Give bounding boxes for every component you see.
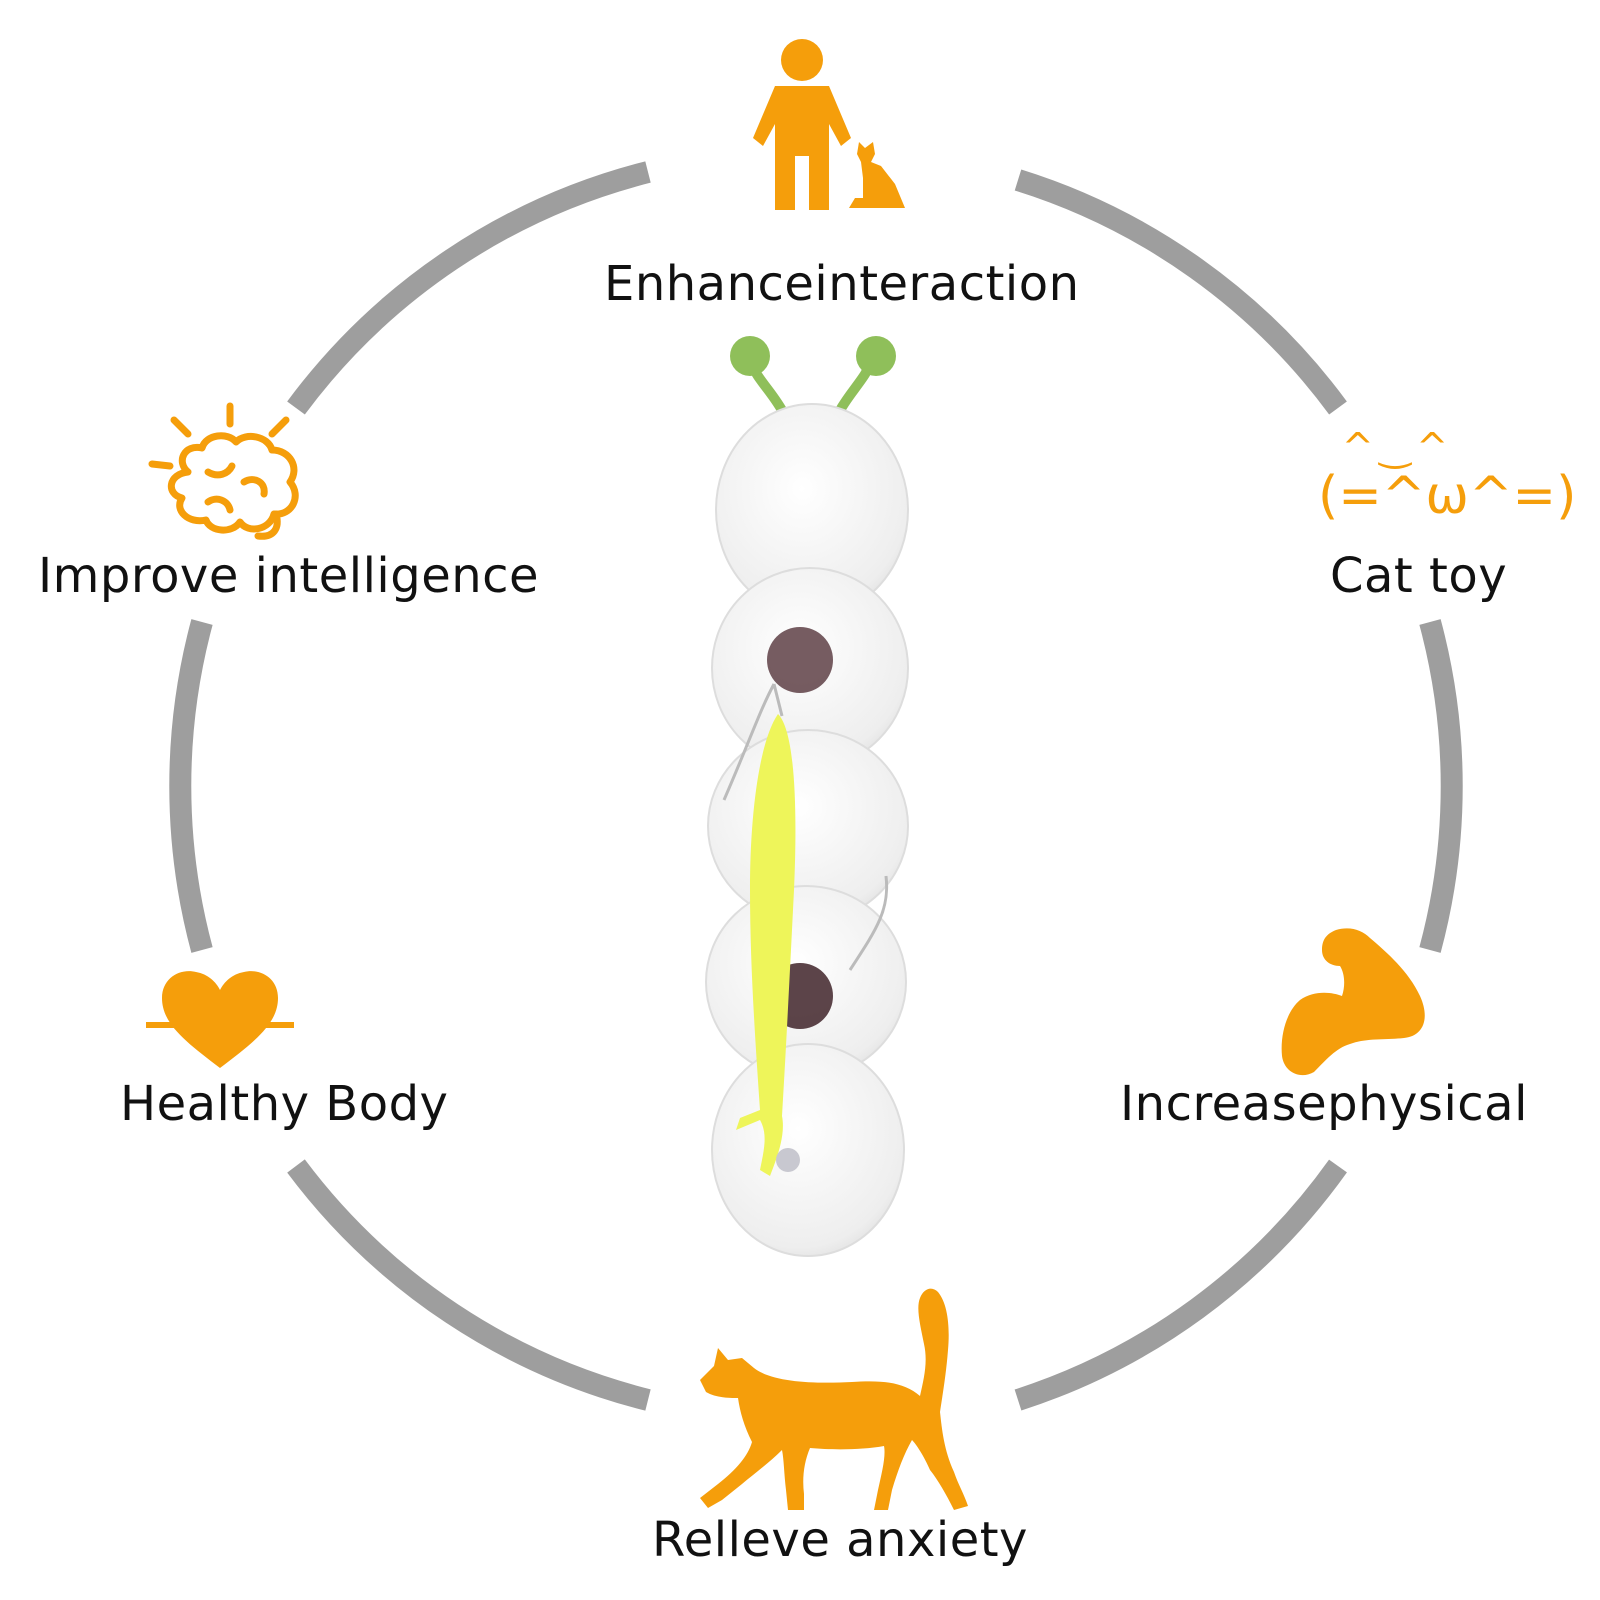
person-with-dog-icon [753, 39, 905, 210]
flexed-arm-icon [1281, 928, 1425, 1076]
ring-arc-top-right [1014, 169, 1347, 415]
toy-wire [722, 683, 889, 971]
brain-icon [148, 402, 299, 540]
toy-body-segments [705, 403, 909, 1257]
label-cat-toy: Cat toy [1330, 548, 1508, 604]
cat-emoticon-icon: ^‿^ (=^ω^=) [1318, 425, 1577, 538]
label-increase-physical: Increasephysical [1120, 1076, 1528, 1132]
label-healthy-body: Healthy Body [120, 1076, 449, 1132]
toy-ball-upper [767, 627, 833, 693]
label-relieve-anxiety: Relleve anxiety [652, 1512, 1028, 1568]
emoticon-face: (=^ω^=) [1318, 466, 1577, 526]
ring-arc-right [1419, 619, 1463, 953]
heart-icon [146, 971, 294, 1068]
ring-arc-bottom-right [1014, 1159, 1347, 1411]
label-enhance-interaction: Enhanceinteraction [604, 256, 1080, 312]
toy-feather [736, 714, 796, 1176]
ring-arc-top-left [287, 161, 651, 415]
ring-arc-bottom-left [287, 1159, 651, 1411]
emoticon-ears: ^‿^ [1341, 425, 1455, 469]
ring-arc-left [169, 619, 213, 953]
toy-sensor [776, 1148, 800, 1172]
label-improve-intelligence: Improve intelligence [38, 548, 540, 604]
caterpillar-cat-toy-image [705, 336, 909, 1257]
walking-cat-icon [700, 1288, 968, 1510]
